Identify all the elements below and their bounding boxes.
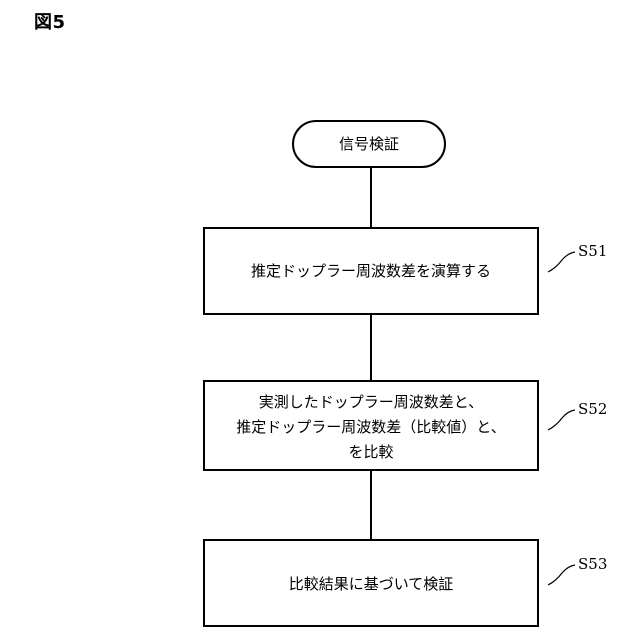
step-s53-text-line-1: 比較結果に基づいて検証 [289, 575, 454, 593]
start-node-label: 信号検証 [339, 135, 399, 153]
step-s53-leader [548, 565, 575, 585]
step-s52-label: S52 [578, 400, 607, 418]
step-s51-text-line-1: 推定ドップラー周波数差を演算する [251, 262, 491, 280]
step-s53-label: S53 [578, 555, 607, 573]
start-node: 信号検証 [293, 121, 445, 167]
process-step-s52: 実測したドップラー周波数差と、 推定ドップラー周波数差（比較値）と、 を比較 [204, 381, 538, 470]
step-s52-leader [548, 410, 575, 430]
step-s52-text-line-1: 実測したドップラー周波数差と、 [259, 393, 483, 411]
step-s51-label: S51 [578, 242, 607, 260]
process-step-s53: 比較結果に基づいて検証 [204, 540, 538, 626]
process-step-s51: 推定ドップラー周波数差を演算する [204, 228, 538, 314]
step-s52-text-line-3: を比較 [348, 443, 393, 461]
step-s52-text-line-2: 推定ドップラー周波数差（比較値）と、 [236, 418, 505, 436]
step-s51-leader [548, 252, 575, 272]
